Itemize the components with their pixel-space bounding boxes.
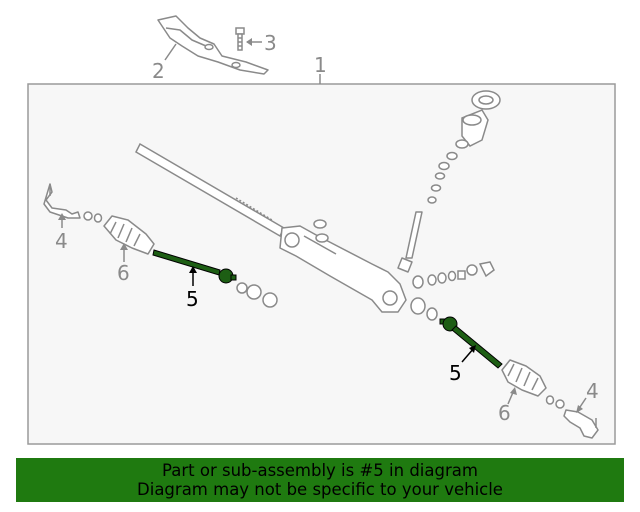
inner-tie-rod-right: [439, 316, 503, 369]
rack-bar: [135, 142, 285, 238]
bolt: [235, 27, 245, 51]
notice-banner: Part or sub-assembly is #5 in diagram Di…: [16, 458, 624, 502]
notice-line-1: Part or sub-assembly is #5 in diagram: [162, 461, 478, 480]
label-1: 1: [314, 53, 327, 77]
right-rings: [410, 297, 438, 321]
label-4-left: 4: [55, 229, 68, 253]
boot-left: [103, 215, 155, 255]
inner-tie-rod-right-arrow: [469, 345, 476, 353]
label-3: 3: [264, 31, 277, 55]
tie-rod-end-right: [563, 409, 599, 439]
pinion-shaft: [397, 211, 423, 273]
heat-shield: [157, 15, 269, 75]
adjuster-parts: [412, 261, 495, 289]
parts-diagram: 1 2 3: [27, 15, 616, 445]
tie-rod-end-left-arrow: [58, 213, 66, 220]
label-5-left: 5: [186, 287, 199, 311]
label-2: 2: [152, 59, 165, 83]
right-nuts: [545, 395, 565, 409]
left-rings: [236, 282, 278, 308]
boot-right: [501, 359, 547, 397]
boot-right-arrow: [510, 387, 517, 395]
bolt-arrow: [246, 38, 252, 46]
inner-tie-rod-left: [152, 249, 237, 284]
label-5-right: 5: [449, 361, 462, 385]
inner-tie-rod-left-arrow: [189, 266, 197, 273]
left-nuts: [83, 211, 103, 223]
label-6-left: 6: [117, 261, 130, 285]
rack-housing: [279, 219, 407, 313]
upper-bearing-stack: [427, 90, 501, 204]
boot-left-arrow: [120, 243, 128, 250]
shield-leader: [164, 43, 177, 61]
label-4-right: 4: [586, 379, 599, 403]
tie-rod-end-left: [43, 183, 81, 219]
label-6-right: 6: [498, 401, 511, 425]
tie-rod-end-right-arrow: [576, 405, 583, 413]
notice-line-2: Diagram may not be specific to your vehi…: [137, 480, 503, 499]
